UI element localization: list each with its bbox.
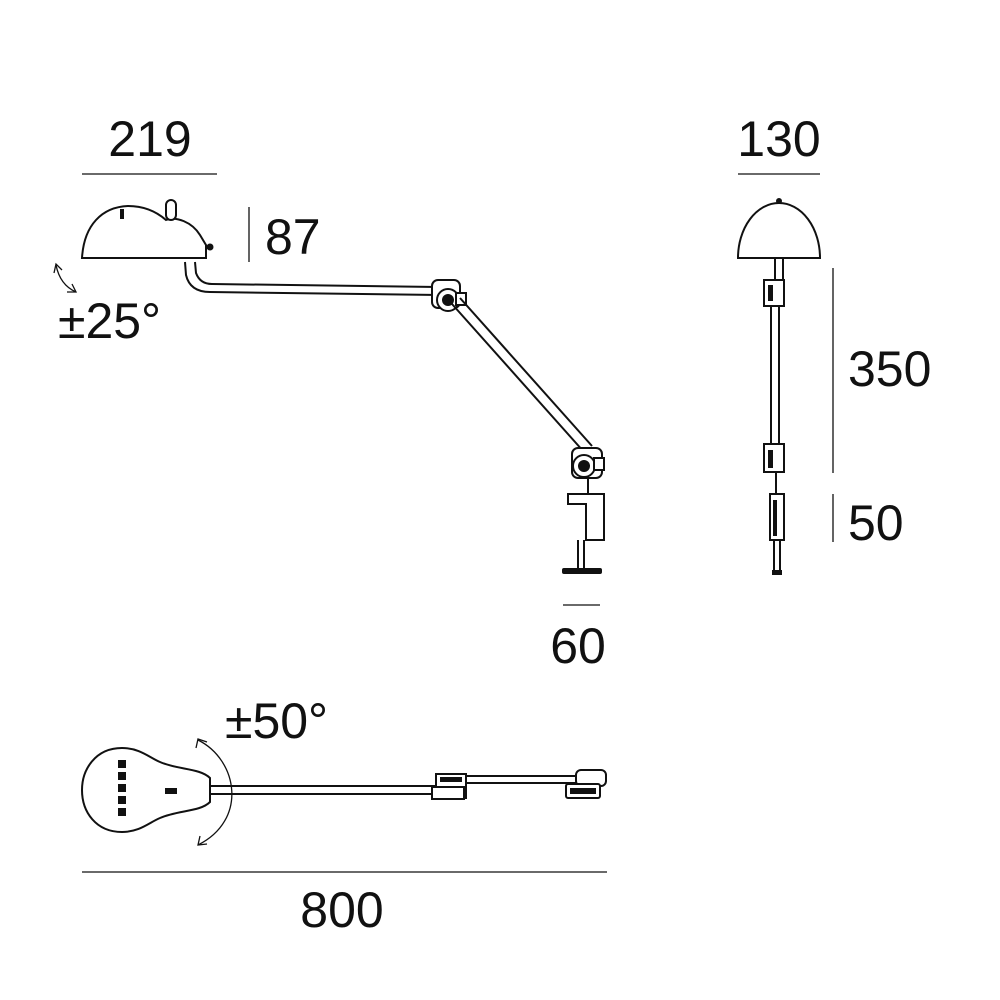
clamp-side xyxy=(562,478,605,574)
tilt-arrow xyxy=(53,262,78,293)
clamp-top xyxy=(565,769,607,799)
lamp-head-side xyxy=(80,199,214,259)
middle-joint-top xyxy=(431,773,467,800)
lower-joint-side xyxy=(571,447,605,479)
rotation-arrow xyxy=(195,738,233,846)
dim-arm-height: 350 xyxy=(848,341,931,397)
side-view: 219 87 ±25° xyxy=(53,111,606,674)
dim-clamp-height: 50 xyxy=(848,495,904,551)
front-view: 130 xyxy=(736,111,931,575)
dim-head-width-side: 219 xyxy=(108,111,191,167)
lower-arm-side-b xyxy=(459,297,593,447)
upper-joint-front xyxy=(763,279,785,307)
lower-joint-front xyxy=(763,443,785,473)
top-view: ±50° xyxy=(80,693,607,938)
upper-arm-side-top xyxy=(184,261,441,296)
clamp-front xyxy=(769,493,785,575)
upper-arm-side-bottom xyxy=(194,261,439,288)
dim-head-width-front: 130 xyxy=(737,111,820,167)
lower-arm-side-a xyxy=(451,303,585,453)
lamp-head-top xyxy=(80,746,211,834)
dim-head-height: 87 xyxy=(265,209,321,265)
dim-base-width: 60 xyxy=(550,618,606,674)
dim-head-tilt: ±25° xyxy=(58,293,161,349)
elbow-joint-side xyxy=(431,279,467,312)
lamp-head-front xyxy=(736,198,822,259)
dim-total-length: 800 xyxy=(300,882,383,938)
dim-rotation: ±50° xyxy=(225,693,328,749)
